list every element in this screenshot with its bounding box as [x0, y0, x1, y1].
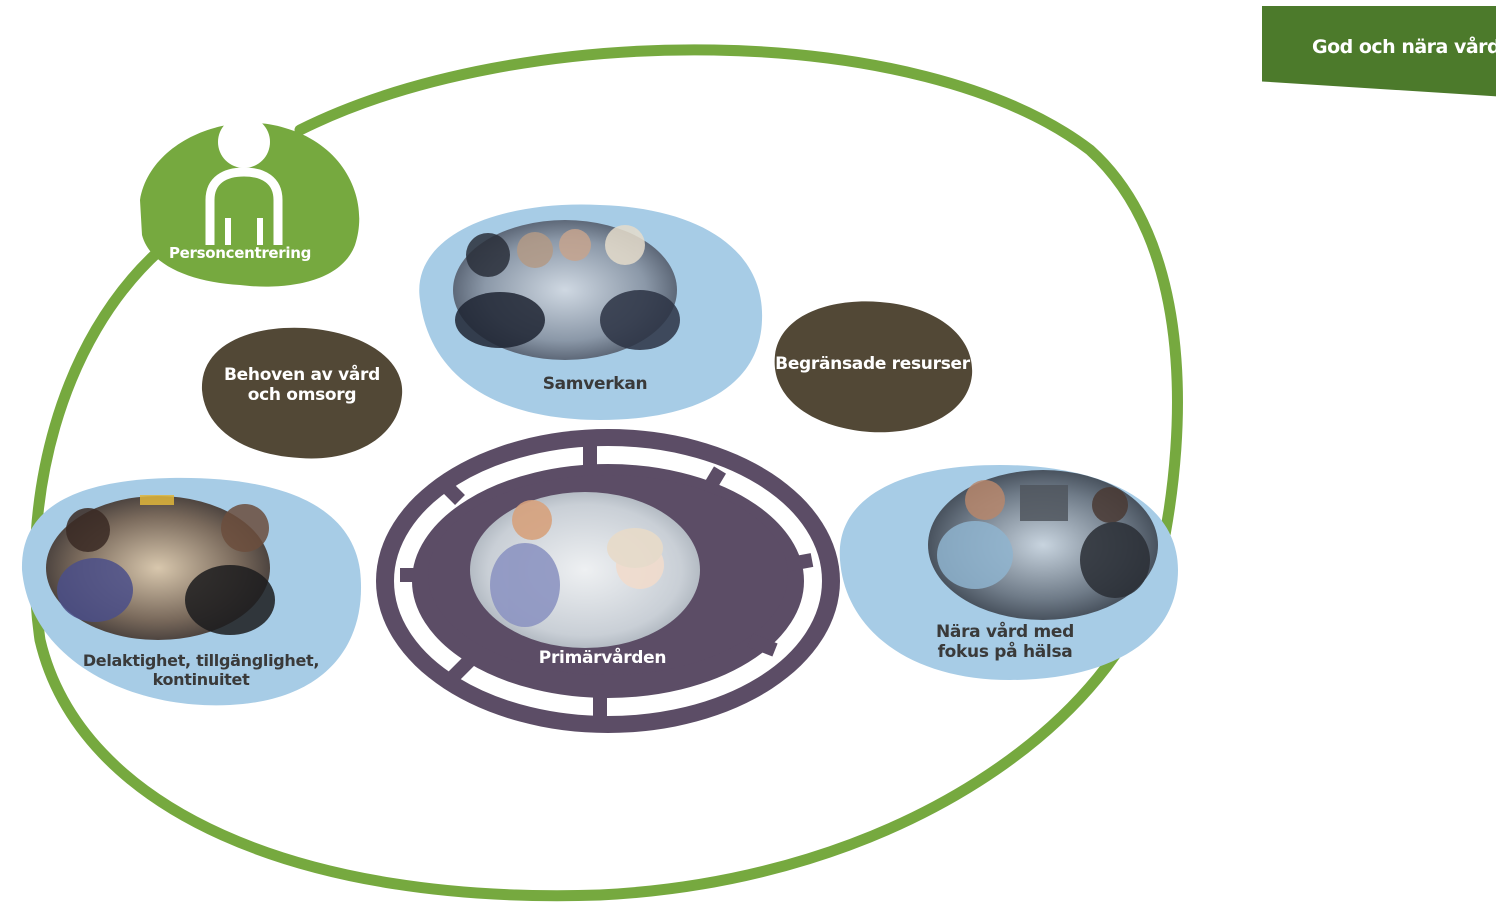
delaktighet-label: Delaktighet, tillgänglighet, kontinuitet [82, 651, 320, 689]
banner-title: God och nära vård [1312, 36, 1496, 58]
outer-loop [29, 44, 1183, 902]
personcentrering-node [140, 116, 360, 287]
title-banner [1262, 6, 1496, 98]
begransade-node [774, 301, 973, 433]
nara-vard-node [839, 465, 1178, 680]
behoven-label: Behoven av vård och omsorg [224, 365, 380, 406]
primarvarden-node [376, 429, 840, 733]
samverkan-label: Samverkan [542, 374, 648, 394]
begransade-label: Begränsade resurser [775, 354, 970, 374]
person-icon [205, 116, 283, 245]
behoven-node [201, 327, 403, 459]
nara-vard-label: Nära vård med fokus på hälsa [935, 622, 1074, 663]
primarvarden-label: Primärvården [538, 648, 667, 668]
delaktighet-node [21, 477, 362, 706]
samverkan-node [419, 204, 763, 420]
personcentrering-label: Personcentrering [168, 244, 312, 262]
